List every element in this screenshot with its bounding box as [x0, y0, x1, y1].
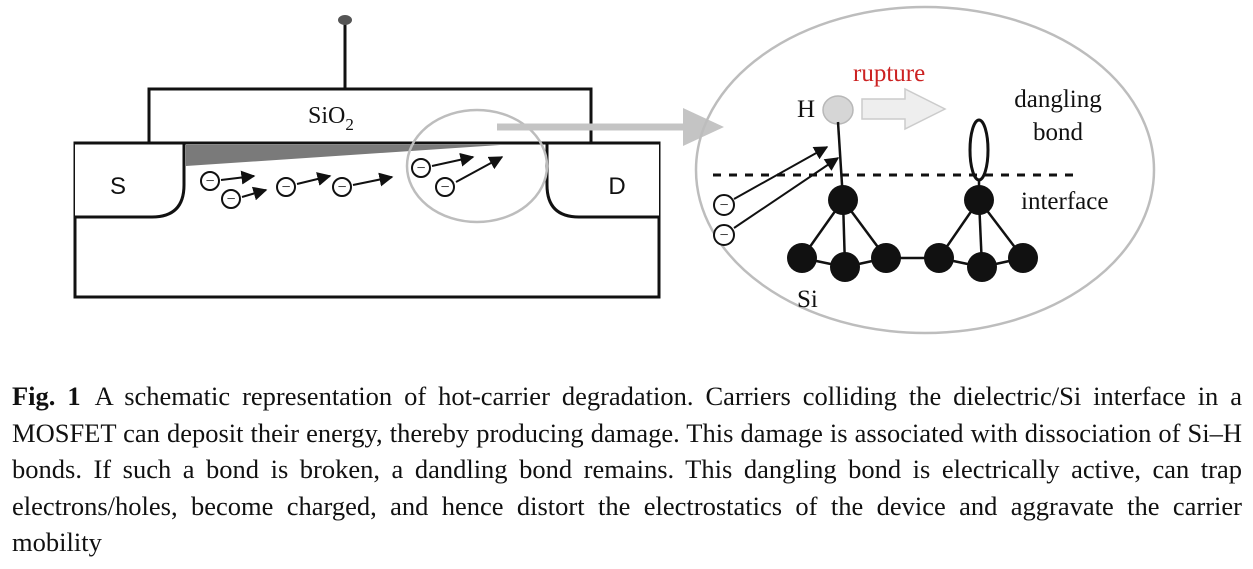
interface-label: interface [1021, 188, 1108, 215]
drain-label: D [608, 173, 625, 200]
svg-text:−: − [226, 191, 235, 208]
incoming-electrons: − − [713, 146, 840, 246]
silicon-atom [967, 252, 997, 282]
figure-label: Fig. 1 [12, 381, 81, 411]
zoom-outline [694, 5, 1156, 335]
electron: − [332, 172, 394, 197]
zoom-region-outline [405, 108, 549, 224]
caption-text: A schematic representation of hot-carrie… [12, 381, 1242, 557]
svg-text:−: − [719, 227, 728, 244]
silicon-atom [924, 243, 954, 273]
source-label: S [110, 173, 126, 200]
silicon-label: Si [797, 286, 818, 313]
rupture-label: rupture [853, 60, 925, 87]
hydrogen-atom [822, 95, 854, 125]
hot-carrier-diagram: SiO2 S D − − − [73, 5, 1156, 335]
silicon-atom [787, 243, 817, 273]
dangling-bond-label-line2: bond [1033, 119, 1084, 146]
source-region [75, 141, 186, 219]
svg-text:−: − [337, 179, 346, 196]
electron: − [713, 157, 840, 246]
electron: − [411, 152, 475, 178]
svg-text:−: − [205, 173, 214, 190]
electron: − [713, 146, 829, 216]
oxide-label: SiO2 [308, 103, 354, 134]
silicon-atom [1008, 243, 1038, 273]
channel-wedge [186, 145, 500, 166]
dangling-bond-orbital [968, 118, 990, 182]
svg-text:−: − [416, 160, 425, 177]
svg-text:−: − [719, 197, 728, 214]
silicon-atom [830, 252, 860, 282]
silicon-atom [871, 243, 901, 273]
silicon-atom [964, 185, 994, 215]
oxide-layer [147, 87, 593, 145]
channel-electrons: − − − − − [200, 152, 504, 209]
hydrogen-label: H [797, 96, 815, 123]
electron: − [435, 156, 504, 197]
electron: − [221, 186, 268, 209]
electron: − [276, 172, 332, 197]
zoomed-interface-view: interface H rupture dangling bond − − [694, 5, 1156, 335]
drain-region [545, 141, 659, 219]
silicon-atom [828, 185, 858, 215]
dangling-bond-label: dangling [1014, 86, 1102, 113]
gate-contact-dot [338, 15, 352, 25]
electron: − [200, 170, 256, 191]
svg-text:−: − [281, 179, 290, 196]
mosfet-device: SiO2 S D − − − [73, 15, 661, 299]
silicon-atoms [787, 185, 1038, 282]
svg-text:−: − [440, 179, 449, 196]
rupture-arrow [861, 87, 947, 131]
